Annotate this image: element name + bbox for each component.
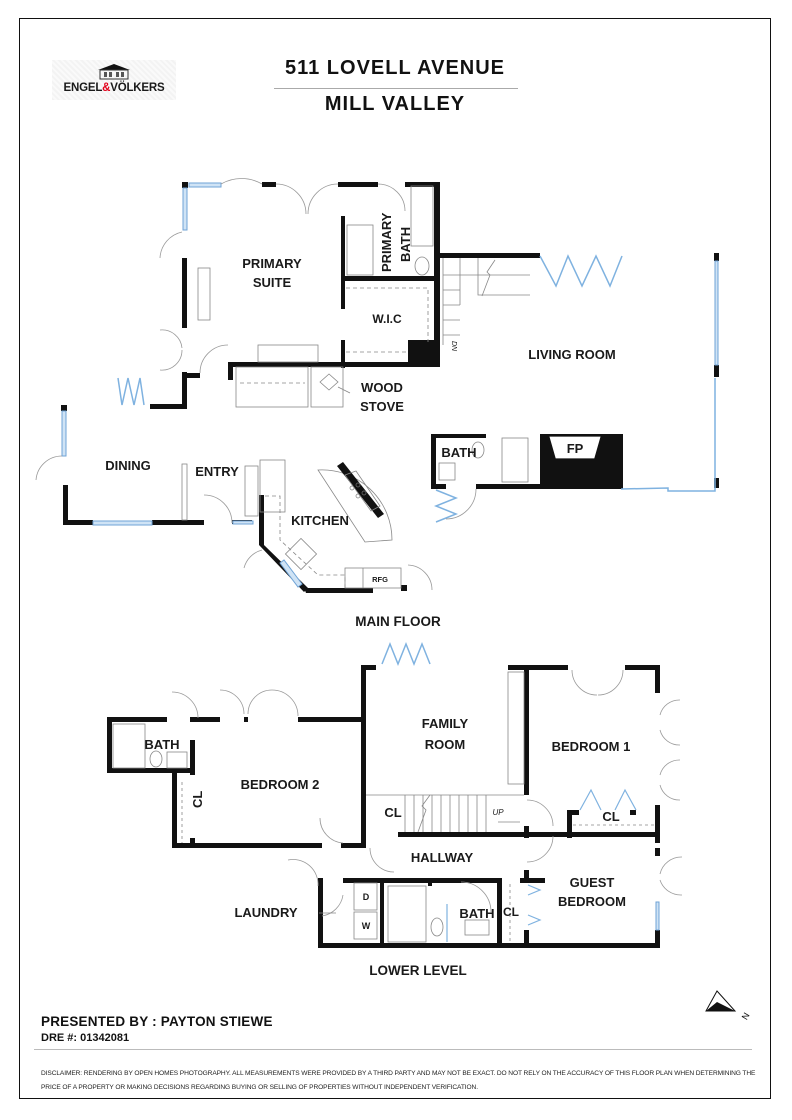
main-floor-walls <box>61 182 719 593</box>
room-label-primary-bath: PRIMARY <box>379 212 394 272</box>
stairs-up-label: UP <box>492 808 504 817</box>
room-label-closet-bedroom-1: CL <box>602 809 619 824</box>
lower-level-bifold-doors <box>381 641 431 667</box>
main-floor-windows <box>61 182 719 588</box>
cooktop-icon <box>344 470 381 512</box>
address-title: 511 LOVELL AVENUE <box>284 57 506 79</box>
room-label-hallway: HALLWAY <box>411 850 474 865</box>
lower-level-windows <box>655 901 660 931</box>
room-label-closet-bedroom-2: CL <box>190 791 205 808</box>
north-compass-icon: N <box>705 990 752 1022</box>
lower-level-closet-doors <box>527 788 637 926</box>
level-label-main-floor: MAIN FLOOR <box>355 614 441 629</box>
level-label-lower-level: LOWER LEVEL <box>369 963 467 978</box>
city-title: MILL VALLEY <box>324 93 466 115</box>
washer-label: W <box>362 921 371 931</box>
room-label-fireplace: FP <box>567 441 584 456</box>
footer-divider <box>34 1049 752 1050</box>
lower-level-fixtures <box>112 671 654 943</box>
room-label-laundry: LAUNDRY <box>234 905 297 920</box>
room-label-bedroom-1: BEDROOM 1 <box>552 739 631 754</box>
room-label-wood-stove: WOOD <box>361 380 403 395</box>
dre-number: DRE #: 01342081 <box>41 1032 130 1044</box>
house-logo-icon <box>98 64 130 80</box>
room-label-family-room: FAMILY <box>422 716 469 731</box>
page-frame <box>19 18 771 1099</box>
room-label-family-room-2: ROOM <box>425 737 465 752</box>
room-label-kitchen: KITCHEN <box>291 513 349 528</box>
brand-name: ENGEL&VÖLKERS <box>63 82 165 94</box>
room-label-closet-guest: CL <box>503 905 519 919</box>
room-label-entry: ENTRY <box>195 464 239 479</box>
room-label-bedroom-2: BEDROOM 2 <box>241 777 320 792</box>
room-label-refrigerator: RFG <box>372 575 388 584</box>
title-divider <box>274 88 518 89</box>
room-label-dining: DINING <box>105 458 151 473</box>
compass-north-label: N <box>740 1011 752 1022</box>
room-label-closet-stairs: CL <box>384 805 401 820</box>
main-floor-bifold-doors <box>117 254 716 523</box>
room-label-living-room: LIVING ROOM <box>528 347 615 362</box>
disclaimer-text: DISCLAIMER: RENDERING BY OPEN HOMES PHOT… <box>41 1070 756 1091</box>
room-label-bath-lower-left: BATH <box>144 737 179 752</box>
room-label-wic: W.I.C <box>372 312 402 326</box>
burners-icon <box>349 482 367 499</box>
room-label-primary-bath-2: BATH <box>398 227 413 262</box>
lower-level-door-swings <box>171 669 683 917</box>
brand-logo: ENGEL&VÖLKERS <box>52 60 176 100</box>
room-label-wood-stove-2: STOVE <box>360 399 404 414</box>
main-floor-fixtures <box>181 185 601 589</box>
room-label-primary-suite: PRIMARY <box>242 256 302 271</box>
room-label-primary-suite-2: SUITE <box>253 275 292 290</box>
kitchen-island-counter <box>337 462 384 518</box>
dryer-label: D <box>363 892 370 902</box>
stairs-down-label: DN <box>450 341 457 352</box>
room-label-bath-main: BATH <box>441 445 476 460</box>
lower-level-plan: FAMILY ROOM BEDROOM 1 BEDROOM 2 BATH CL … <box>107 641 683 978</box>
main-floor-plan: PRIMARY SUITE PRIMARY BATH W.I.C WOOD ST… <box>35 178 719 629</box>
main-floor-door-swings <box>35 178 477 591</box>
room-label-guest-bedroom: GUEST <box>570 875 615 890</box>
room-label-guest-bedroom-2: BEDROOM <box>558 894 626 909</box>
room-label-bath-lower: BATH <box>459 906 494 921</box>
presented-by: PRESENTED BY : PAYTON STIEWE <box>41 1014 273 1029</box>
